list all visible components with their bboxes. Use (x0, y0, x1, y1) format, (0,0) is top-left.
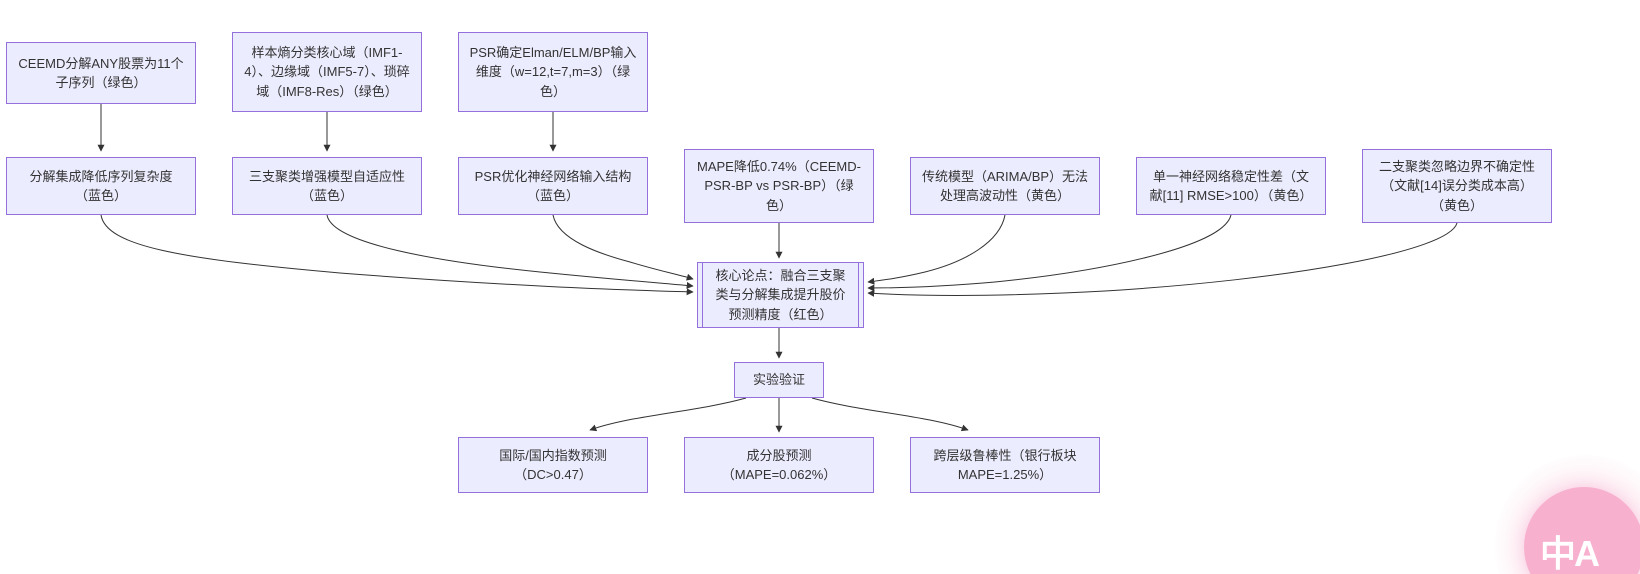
node-psr-input-dimension: PSR确定Elman/ELM/BP输入维度（w=12,t=7,m=3）（绿色） (458, 32, 648, 112)
node-two-way-clustering-limitation: 二支聚类忽略边界不确定性（文献[14]误分类成本高）（黄色） (1362, 149, 1552, 223)
edge-e-k (326, 214, 694, 289)
node-constituent-stock-result: 成分股预测（MAPE=0.062%） (684, 437, 874, 493)
edge-d-k (100, 214, 694, 296)
translate-button[interactable]: 中A (1524, 487, 1640, 574)
node-cross-level-robustness-result: 跨层级鲁棒性（银行板块 MAPE=1.25%） (910, 437, 1100, 493)
edge-h-k (867, 214, 1006, 285)
node-traditional-model-limitation: 传统模型（ARIMA/BP）无法处理高波动性（黄色） (910, 157, 1100, 215)
node-index-prediction-result: 国际/国内指数预测（DC>0.47） (458, 437, 648, 493)
node-mape-reduction: MAPE降低0.74%（CEEMD-PSR-BP vs PSR-BP）（绿色） (684, 149, 874, 223)
node-core-thesis: 核心论点：融合三支聚类与分解集成提升股价预测精度（红色） (697, 262, 864, 328)
translate-icon: 中A (1540, 533, 1600, 574)
node-ceemd-decompose: CEEMD分解ANY股票为11个子序列（绿色） (6, 42, 196, 104)
node-single-network-instability: 单一神经网络稳定性差（文献[11] RMSE>100）（黄色） (1136, 157, 1326, 215)
edge-f-k (552, 214, 694, 281)
node-psr-optimizes-input-structure: PSR优化神经网络输入结构（蓝色） (458, 157, 648, 215)
node-three-way-clustering-adaptivity: 三支聚类增强模型自适应性（蓝色） (232, 157, 422, 215)
node-sample-entropy-domains: 样本熵分类核心域（IMF1-4）、边缘域（IMF5-7）、琐碎域（IMF8-Re… (232, 32, 422, 112)
edge-l-o (811, 397, 969, 432)
node-decomposition-reduces-complexity: 分解集成降低序列复杂度（蓝色） (6, 157, 196, 215)
edge-i-k (867, 214, 1232, 292)
edge-j-k (867, 222, 1458, 297)
edge-l-m (589, 397, 747, 432)
node-experimental-validation: 实验验证 (734, 362, 824, 398)
